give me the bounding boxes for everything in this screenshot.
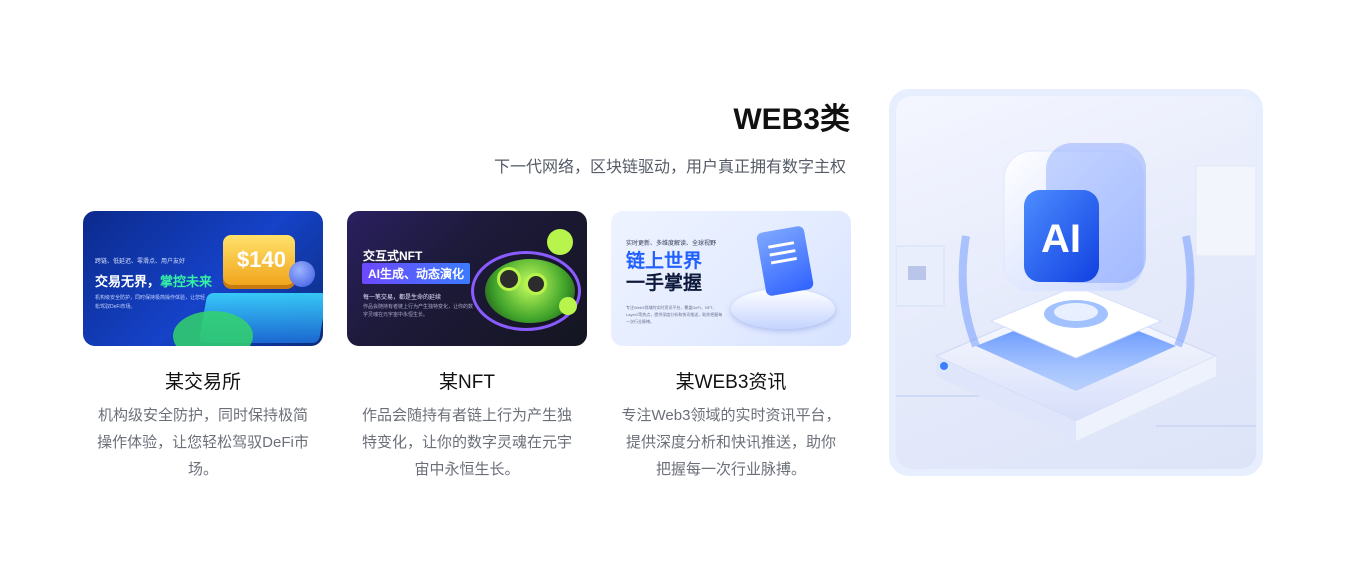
price-label: $140 xyxy=(237,247,286,272)
thumb-description: 作品会随持有者链上行为产生独特变化，让你的数字灵魂在元宇宙中永恒生长。 xyxy=(363,304,474,318)
token-icon xyxy=(497,267,521,291)
thumb-headline-dark: 一手掌握 xyxy=(626,273,703,294)
card-title[interactable]: 某NFT xyxy=(439,372,495,393)
case-thumbnail-nft[interactable]: 交互式NFT AI生成、动态演化 每一笔交易，都是生命的延续 作品会随持有者链上… xyxy=(347,211,587,346)
document-icon xyxy=(755,225,815,297)
section-subtitle: 下一代网络，区块链驱动，用户真正拥有数字主权 xyxy=(493,159,846,176)
thumb-description: 专注Web3领域的实时资讯平台，覆盖DeFi、NFT、Layer2等热点，提供深… xyxy=(626,305,723,324)
leaf-graphic xyxy=(173,311,253,346)
case-thumbnail-news[interactable]: 实时更新、多维度解读、全球视野 链上世界 一手掌握 专注Web3领域的实时资讯平… xyxy=(611,211,851,346)
hero-illustration: AI xyxy=(896,96,1256,469)
token-icon xyxy=(525,273,547,295)
thumb-line: 每一笔交易，都是生命的延续 xyxy=(363,295,442,301)
card-title[interactable]: 某交易所 xyxy=(164,372,241,393)
coin-icon xyxy=(289,261,315,287)
case-thumbnail-exchange[interactable]: 跨链、低延迟、零滑点、用户友好 交易无界，掌控未来 机构级安全防护，同时保持极简… xyxy=(83,211,323,346)
card-description: 专注Web3领域的实时资讯平台，提供深度分析和快讯推送，助你把握每一次行业脉搏。 xyxy=(621,407,841,478)
hero-illustration-frame: AI xyxy=(889,89,1263,476)
case-card-nft[interactable]: 交互式NFT AI生成、动态演化 每一笔交易，都是生命的延续 作品会随持有者链上… xyxy=(347,211,587,483)
thumb-headline-blue: 链上世界 xyxy=(626,251,703,272)
thumb-headline: 交易无界，掌控未来 xyxy=(95,274,213,289)
token-icon xyxy=(559,297,577,315)
thumb-description: 机构级安全防护，同时保持极简操作体验，让您轻松驾驭DeFi市场。 xyxy=(95,295,206,310)
ring-graphic xyxy=(471,251,581,331)
card-description: 机构级安全防护，同时保持极简操作体验，让您轻松驾驭DeFi市场。 xyxy=(97,407,309,478)
plate-graphic xyxy=(731,289,835,329)
card-title[interactable]: 某WEB3资讯 xyxy=(675,372,787,393)
section-title: WEB3类 xyxy=(733,103,850,136)
case-card-exchange[interactable]: 跨链、低延迟、零滑点、用户友好 交易无界，掌控未来 机构级安全防护，同时保持极简… xyxy=(83,211,323,483)
thumb-tagline: 实时更新、多维度解读、全球视野 xyxy=(626,241,717,247)
thumb-headline: 交互式NFT xyxy=(363,249,423,263)
case-card-news[interactable]: 实时更新、多维度解读、全球视野 链上世界 一手掌握 专注Web3领域的实时资讯平… xyxy=(611,211,851,483)
ai-badge-text: AI xyxy=(1041,217,1081,261)
card-description: 作品会随持有者链上行为产生独特变化，让你的数字灵魂在元宇宙中永恒生长。 xyxy=(361,407,572,478)
thumb-tag: AI生成、动态演化 xyxy=(362,263,471,284)
thumb-tagline: 跨链、低延迟、零滑点、用户友好 xyxy=(95,259,186,265)
price-box-graphic xyxy=(223,235,295,285)
ai-chip-illustration: AI xyxy=(896,143,1256,441)
token-icon xyxy=(547,229,573,255)
